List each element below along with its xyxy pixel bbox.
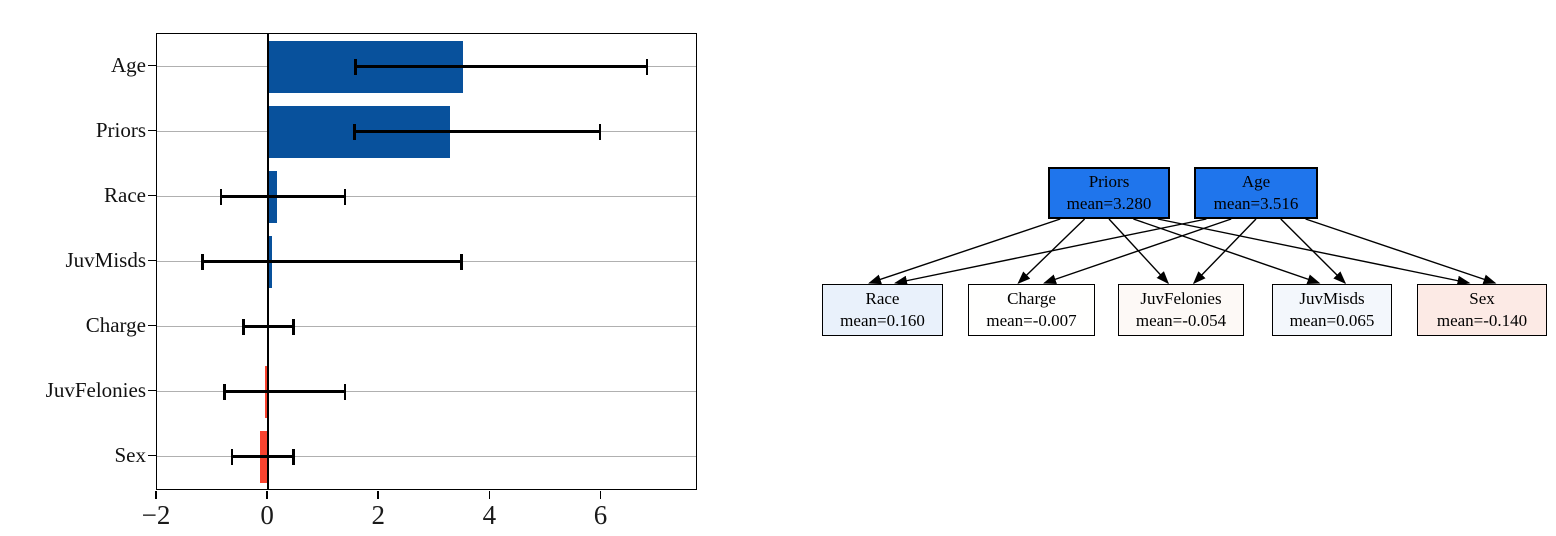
graph-edge (894, 218, 1207, 286)
y-axis-label: JuvMisds (65, 248, 146, 272)
node-title: JuvFelonies (1140, 289, 1222, 309)
node-mean: mean=0.160 (840, 311, 925, 330)
node-mean: mean=0.065 (1289, 311, 1375, 330)
error-bar-cap (354, 58, 357, 75)
x-axis-tick-label: 2 (371, 500, 386, 530)
gridline (157, 196, 696, 197)
error-bar-cap (230, 448, 234, 465)
x-axis-tick (488, 491, 491, 499)
graph-node-charge: Charge mean=-0.007 (968, 284, 1095, 336)
error-bar-cap (343, 383, 347, 400)
y-axis-label: Priors (95, 118, 146, 142)
y-axis-tick (148, 389, 156, 392)
graph-edge (1043, 218, 1232, 285)
gridline (157, 391, 696, 392)
x-axis-tick (377, 491, 380, 499)
x-axis-tick-label: 4 (482, 500, 497, 530)
node-mean: mean=3.516 (1213, 194, 1299, 213)
x-axis-tick (155, 491, 157, 499)
error-bar-cap (201, 253, 204, 270)
node-mean: mean=-0.054 (1135, 311, 1227, 330)
y-axis-tick (148, 454, 156, 457)
y-axis-tick (148, 194, 156, 197)
x-axis-tick (266, 491, 268, 499)
graph-node-juvmisds: JuvMisds mean=0.065 (1272, 284, 1392, 336)
y-axis-tick (148, 324, 156, 327)
node-title: Age (1241, 172, 1271, 192)
error-bar (355, 64, 648, 69)
error-bar-cap (352, 123, 356, 140)
x-axis-tick-label: 0 (260, 500, 274, 530)
error-bar-cap (222, 383, 226, 400)
graph-edge (1305, 218, 1497, 285)
graph-node-priors: Priors mean=3.280 (1048, 167, 1170, 219)
graph-edge (1280, 218, 1347, 285)
node-title: Race (865, 289, 900, 309)
graph-edge (1108, 218, 1170, 285)
gridline (157, 456, 696, 457)
graph-edge (1157, 218, 1471, 286)
y-axis-tick (148, 259, 156, 262)
y-axis-label: Age (111, 53, 146, 77)
gridline (157, 326, 696, 327)
graph-edge (1133, 218, 1321, 284)
y-axis-label: JuvFelonies (45, 378, 146, 402)
graph-node-race: Race mean=0.160 (822, 284, 943, 336)
node-mean: mean=-0.140 (1436, 311, 1528, 330)
y-axis-label: Sex (114, 443, 147, 467)
x-axis-tick-label: −2 (141, 500, 171, 530)
node-title: Priors (1088, 172, 1130, 192)
graph-node-sex: Sex mean=-0.140 (1417, 284, 1547, 336)
graph-edge (1192, 218, 1257, 285)
error-bar-cap (292, 318, 295, 335)
error-bar (224, 389, 345, 394)
graph-node-age: Age mean=3.516 (1194, 167, 1318, 219)
zero-line (267, 34, 269, 489)
graph-edge (868, 218, 1061, 285)
error-bar-cap (645, 58, 649, 75)
node-title: Sex (1469, 289, 1495, 309)
graph-edge (1017, 218, 1086, 285)
error-bar-cap (598, 123, 602, 140)
error-bar (232, 454, 294, 459)
error-bar-cap (242, 318, 245, 335)
error-bar (202, 259, 462, 264)
plot-area (156, 33, 697, 490)
node-title: Charge (1007, 289, 1056, 309)
graph-node-juvfelonies: JuvFelonies mean=-0.054 (1118, 284, 1244, 336)
x-axis-tick-label: 6 (593, 500, 608, 530)
error-bar-cap (292, 448, 295, 465)
error-bar-cap (343, 188, 347, 205)
error-bar (354, 129, 600, 134)
error-bar (220, 194, 345, 199)
error-bar-cap (219, 188, 223, 205)
node-mean: mean=-0.007 (986, 311, 1077, 330)
y-axis-tick (148, 64, 156, 67)
node-title: JuvMisds (1299, 289, 1365, 309)
y-axis-label: Charge (85, 313, 146, 337)
y-axis-tick (148, 129, 156, 132)
error-bar-cap (460, 253, 463, 270)
y-axis-label: Race (104, 183, 146, 207)
x-axis-tick (599, 491, 602, 499)
node-mean: mean=3.280 (1066, 194, 1152, 213)
